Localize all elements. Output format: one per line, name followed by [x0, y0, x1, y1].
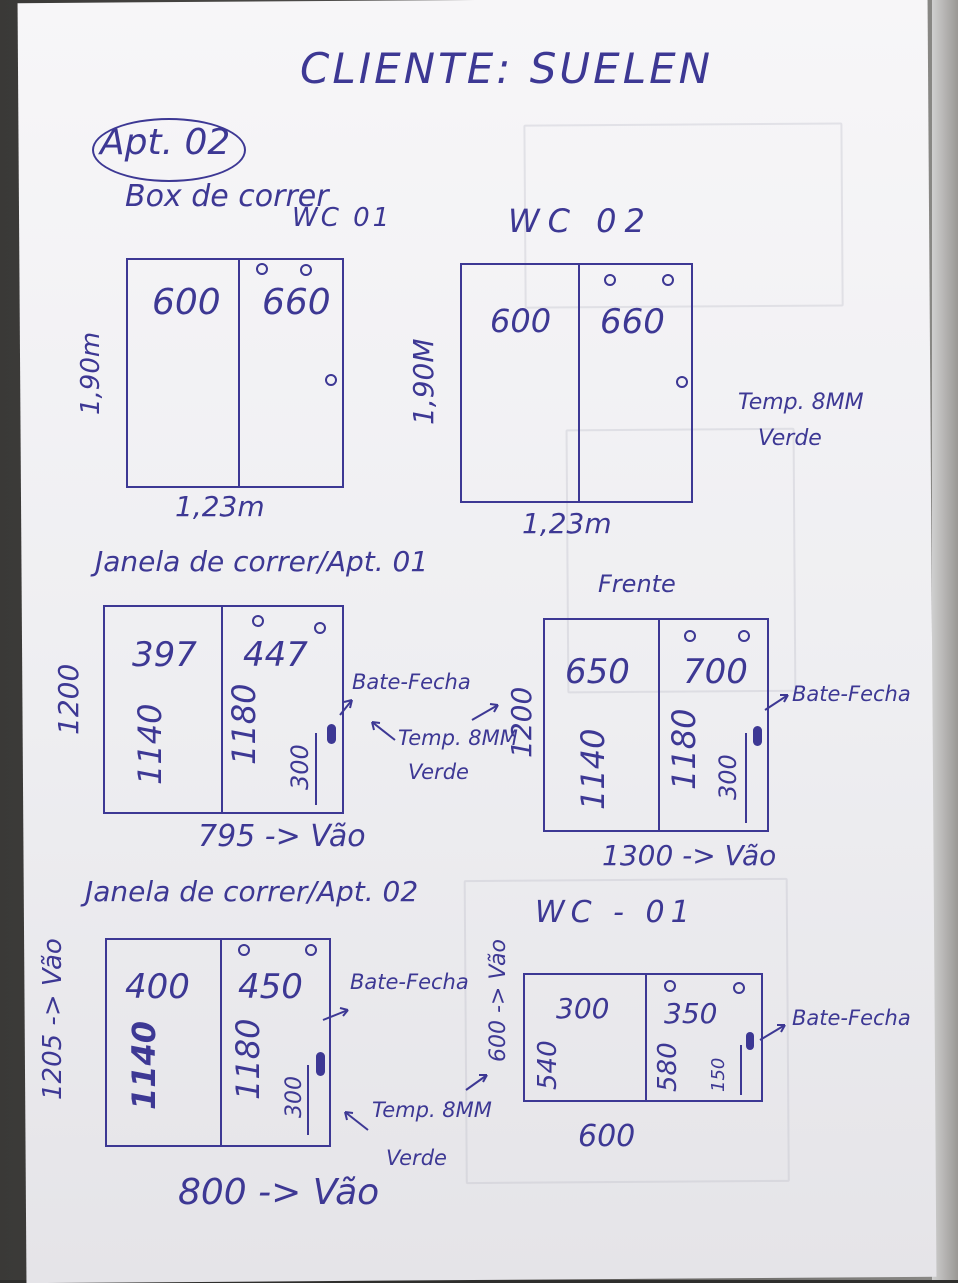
- wc01-left-width: 600: [152, 282, 221, 323]
- front-left-height: 1140: [574, 728, 612, 810]
- apartment-circle: [92, 118, 246, 182]
- front-right-width: 700: [683, 652, 748, 692]
- wc01-window-total-height: 600 -> Vão: [486, 939, 511, 1062]
- glass-color-box: Verde: [758, 426, 822, 451]
- front-roller-dot: [738, 630, 750, 642]
- window02-left-height: 1140: [125, 1020, 163, 1110]
- wc01-window-right-height: 580: [653, 1042, 683, 1092]
- wc02-knob-dot: [676, 376, 688, 388]
- window01-side-divider: [221, 605, 223, 812]
- front-latch-height: 300: [714, 754, 742, 800]
- glass-color-window01: Verde: [408, 760, 469, 784]
- wc01-window-latch-handle: [746, 1032, 754, 1050]
- window01-width: 795 -> Vão: [198, 819, 366, 854]
- glass-color-window02: Verde: [386, 1146, 447, 1170]
- window01-front-divider: [658, 618, 660, 830]
- wc01-window-left-height: 540: [533, 1040, 563, 1090]
- glass-spec-window02: Temp. 8MM: [372, 1098, 492, 1122]
- window-apt01-title: Janela de correr/Apt. 01: [95, 545, 429, 578]
- window01-front-frame: [543, 618, 769, 832]
- front-width: 1300 -> Vão: [602, 839, 777, 872]
- wc01-window-width: 600: [578, 1119, 636, 1154]
- window01-latch-label: Bate-Fecha: [352, 670, 471, 694]
- wc01-right-width: 660: [262, 282, 331, 323]
- window02-side-frame: [105, 938, 331, 1147]
- window02-latch-dim-line: [307, 1065, 309, 1135]
- window02-roller-dot: [305, 944, 317, 956]
- window-apt02-title: Janela de correr/Apt. 02: [85, 875, 419, 908]
- window02-left-width: 400: [125, 967, 190, 1007]
- wc01-window-divider: [645, 973, 647, 1100]
- window02-width: 800 -> Vão: [178, 1172, 380, 1213]
- wc02-roller-dot: [662, 274, 674, 286]
- front-roller-dot: [684, 630, 696, 642]
- glass-spec-box: Temp. 8MM: [738, 390, 864, 415]
- wc01-knob-dot: [325, 374, 337, 386]
- wc01-window-left-width: 300: [556, 992, 610, 1025]
- wc01-window-latch-dim-line: [740, 1045, 742, 1095]
- window02-right-height: 1180: [229, 1018, 267, 1100]
- wc01-box-frame: [126, 258, 344, 488]
- apartment-label: Apt. 02: [100, 122, 231, 163]
- wc02-box-frame: [460, 263, 693, 503]
- wc01-window-roller-dot: [733, 982, 745, 994]
- wc01-roller-dot: [256, 263, 268, 275]
- front-latch-label: Bate-Fecha: [792, 682, 911, 706]
- wc01-window-roller-dot: [664, 980, 676, 992]
- window01-side-frame: [103, 605, 344, 814]
- wc01-window-frame: [523, 973, 763, 1102]
- front-label: Frente: [598, 570, 676, 598]
- window02-latch-height: 300: [282, 1076, 307, 1118]
- wc02-label: WC 02: [508, 202, 653, 240]
- wc01-window-latch-label: Bate-Fecha: [792, 1006, 911, 1030]
- wc02-left-width: 600: [490, 302, 552, 340]
- window01-latch-handle: [327, 724, 336, 744]
- window01-right-width: 447: [243, 635, 308, 675]
- front-latch-handle: [753, 726, 762, 746]
- front-latch-dim-line: [745, 733, 747, 823]
- window02-side-divider: [220, 938, 222, 1145]
- front-left-width: 650: [565, 652, 630, 692]
- window02-right-width: 450: [238, 967, 303, 1007]
- window02-total-height: 1205 -> Vão: [38, 938, 68, 1100]
- table-edge: [932, 0, 958, 1280]
- wc01-roller-dot: [300, 264, 312, 276]
- glass-spec-window01: Temp. 8MM: [398, 726, 518, 750]
- wc02-width: 1,23m: [522, 507, 612, 540]
- wc01-width: 1,23m: [175, 490, 265, 523]
- window02-roller-dot: [238, 944, 250, 956]
- wc02-divider: [578, 263, 580, 501]
- window02-latch-handle: [316, 1052, 325, 1076]
- window01-roller-dot: [252, 615, 264, 627]
- client-title: CLIENTE: SUELEN: [300, 44, 714, 93]
- box-section-title: Box de correr: [125, 179, 329, 214]
- wc01-divider: [238, 258, 240, 486]
- wc01-window-label: WC - 01: [535, 895, 696, 930]
- front-total-height: 1200: [505, 686, 538, 758]
- window02-latch-label: Bate-Fecha: [350, 970, 469, 994]
- wc01-label: WC 01: [292, 203, 393, 233]
- wc01-window-right-width: 350: [664, 997, 718, 1030]
- wc02-right-width: 660: [600, 302, 665, 342]
- wc02-roller-dot: [604, 274, 616, 286]
- window01-left-width: 397: [132, 635, 197, 675]
- window01-roller-dot: [314, 622, 326, 634]
- window01-latch-dim-line: [315, 733, 317, 805]
- wc01-window-latch-height: 150: [708, 1057, 729, 1092]
- front-right-height: 1180: [665, 708, 703, 790]
